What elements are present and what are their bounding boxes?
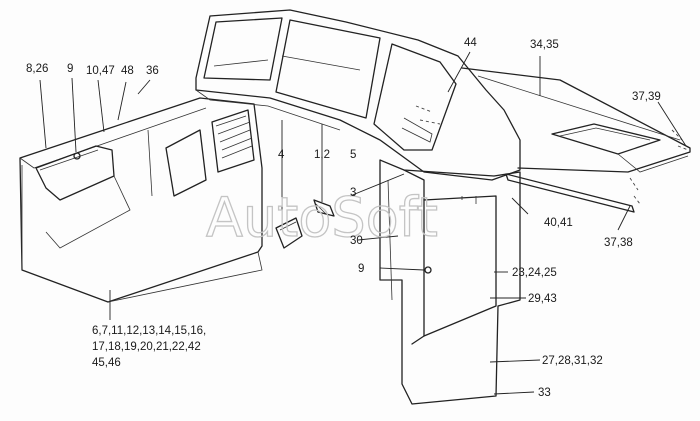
leader-lines <box>39 51 687 395</box>
callout-29-43: 29,43 <box>528 293 557 305</box>
callout-37-38: 37,38 <box>604 237 633 249</box>
callout-33: 33 <box>538 387 551 399</box>
callout-40-41: 40,41 <box>544 217 573 229</box>
callout-48: 48 <box>121 65 134 77</box>
callout-8-26: 8,26 <box>26 63 48 75</box>
callout-10-47: 10,47 <box>86 65 115 77</box>
callout-9-top: 9 <box>67 63 73 75</box>
callout-1-2: 1,2 <box>314 149 330 161</box>
callout-list-line-1: 6,7,11,12,13,14,15,16, <box>92 325 206 337</box>
callout-4: 4 <box>278 149 285 161</box>
callout-23-24-25: 23,24,25 <box>512 267 557 279</box>
callout-5: 5 <box>350 149 356 161</box>
callout-27-28-31-32: 27,28,31,32 <box>542 355 603 367</box>
center-console <box>379 159 521 405</box>
callout-labels: 8,26 9 10,47 48 36 44 34,35 37,39 4 1,2 … <box>26 37 661 399</box>
callout-36: 36 <box>146 65 159 77</box>
windshield-frame <box>195 9 521 181</box>
mounting-bracket <box>275 199 335 249</box>
callout-37-39: 37,39 <box>632 91 661 103</box>
callout-9-mid: 9 <box>358 263 364 275</box>
callout-30: 30 <box>350 235 363 247</box>
callout-44: 44 <box>464 37 477 49</box>
callout-3: 3 <box>350 187 356 199</box>
knob-icon <box>73 152 81 160</box>
callout-list-line-2: 17,18,19,20,21,22,42 <box>92 341 201 353</box>
mount-hole-icon <box>424 266 432 274</box>
callout-list-line-3: 45,46 <box>92 357 121 369</box>
right-rear-shelf <box>461 67 691 213</box>
watermark: AutoSoft <box>206 186 438 249</box>
left-side-panel <box>19 97 263 303</box>
callout-34-35: 34,35 <box>530 39 559 51</box>
